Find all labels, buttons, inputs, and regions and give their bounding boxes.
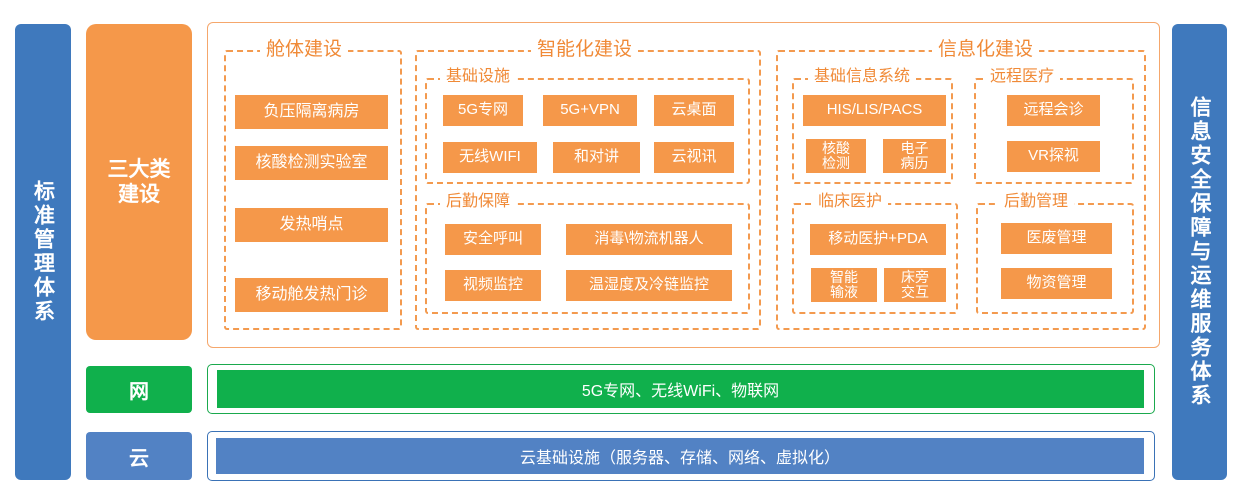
remote-medical-item: 远程会诊 [1007,95,1100,126]
smart-infra-title: 基础设施 [440,69,517,85]
cloud-bar: 云基础设施（服务器、存储、网络、虚拟化） [216,438,1144,474]
remote-medical-title: 远程医疗 [984,69,1061,85]
network-bar: 5G专网、无线WiFi、物联网 [217,370,1144,408]
cabin-item: 发热哨点 [235,208,388,242]
cabin-item: 核酸检测实验室 [235,146,388,180]
security-ops-pillar: 信息安全保障与运维服务体系 [1172,24,1227,480]
smart-infra-group [425,78,750,184]
logistics-item: 温湿度及冷链监控 [566,270,732,301]
info-title: 信息化建设 [932,40,1040,59]
smart-logistics-title: 后勤保障 [440,194,517,210]
logistics-item: 视频监控 [445,270,541,301]
logistics-item: 消毒\物流机器人 [566,224,732,255]
smart-title: 智能化建设 [531,40,639,59]
logistics-item: 安全呼叫 [445,224,541,255]
infra-item: 5G专网 [443,95,523,126]
infra-item: 云桌面 [654,95,734,126]
construction-label: 三大类 建设 [86,24,192,340]
basic-info-item: 核酸 检测 [806,139,866,173]
clinical-care-item: 移动医护+PDA [810,224,946,255]
smart-logistics-group [425,203,750,314]
infra-item: 5G+VPN [543,95,637,126]
infra-item: 云视讯 [654,142,734,173]
infra-item: 和对讲 [553,142,640,173]
cabin-item: 移动舱发热门诊 [235,278,388,312]
remote-medical-item: VR探视 [1007,141,1100,172]
basic-info-item: HIS/LIS/PACS [803,95,946,126]
cloud-label: 云 [86,432,192,480]
basic-info-item: 电子 病历 [883,139,946,173]
construction-frame [207,22,1160,348]
standard-management-label: 标准管理体系 [31,180,55,324]
cabin-item: 负压隔离病房 [235,95,388,129]
clinical-care-item: 智能 输液 [811,268,877,302]
clinical-care-title: 临床医护 [812,194,889,210]
logistics-management-item: 物资管理 [1001,268,1112,299]
basic-info-title: 基础信息系统 [808,69,917,85]
logistics-management-title: 后勤管理 [998,194,1075,210]
standard-management-pillar: 标准管理体系 [15,24,71,480]
logistics-management-item: 医废管理 [1001,223,1112,254]
cloud-frame [207,431,1155,481]
infra-item: 无线WIFI [443,142,537,173]
cabin-title: 舱体建设 [260,40,349,59]
security-ops-label: 信息安全保障与运维服务体系 [1188,96,1211,408]
network-label: 网 [86,366,192,413]
network-frame [207,364,1155,414]
clinical-care-item: 床旁 交互 [884,268,946,302]
